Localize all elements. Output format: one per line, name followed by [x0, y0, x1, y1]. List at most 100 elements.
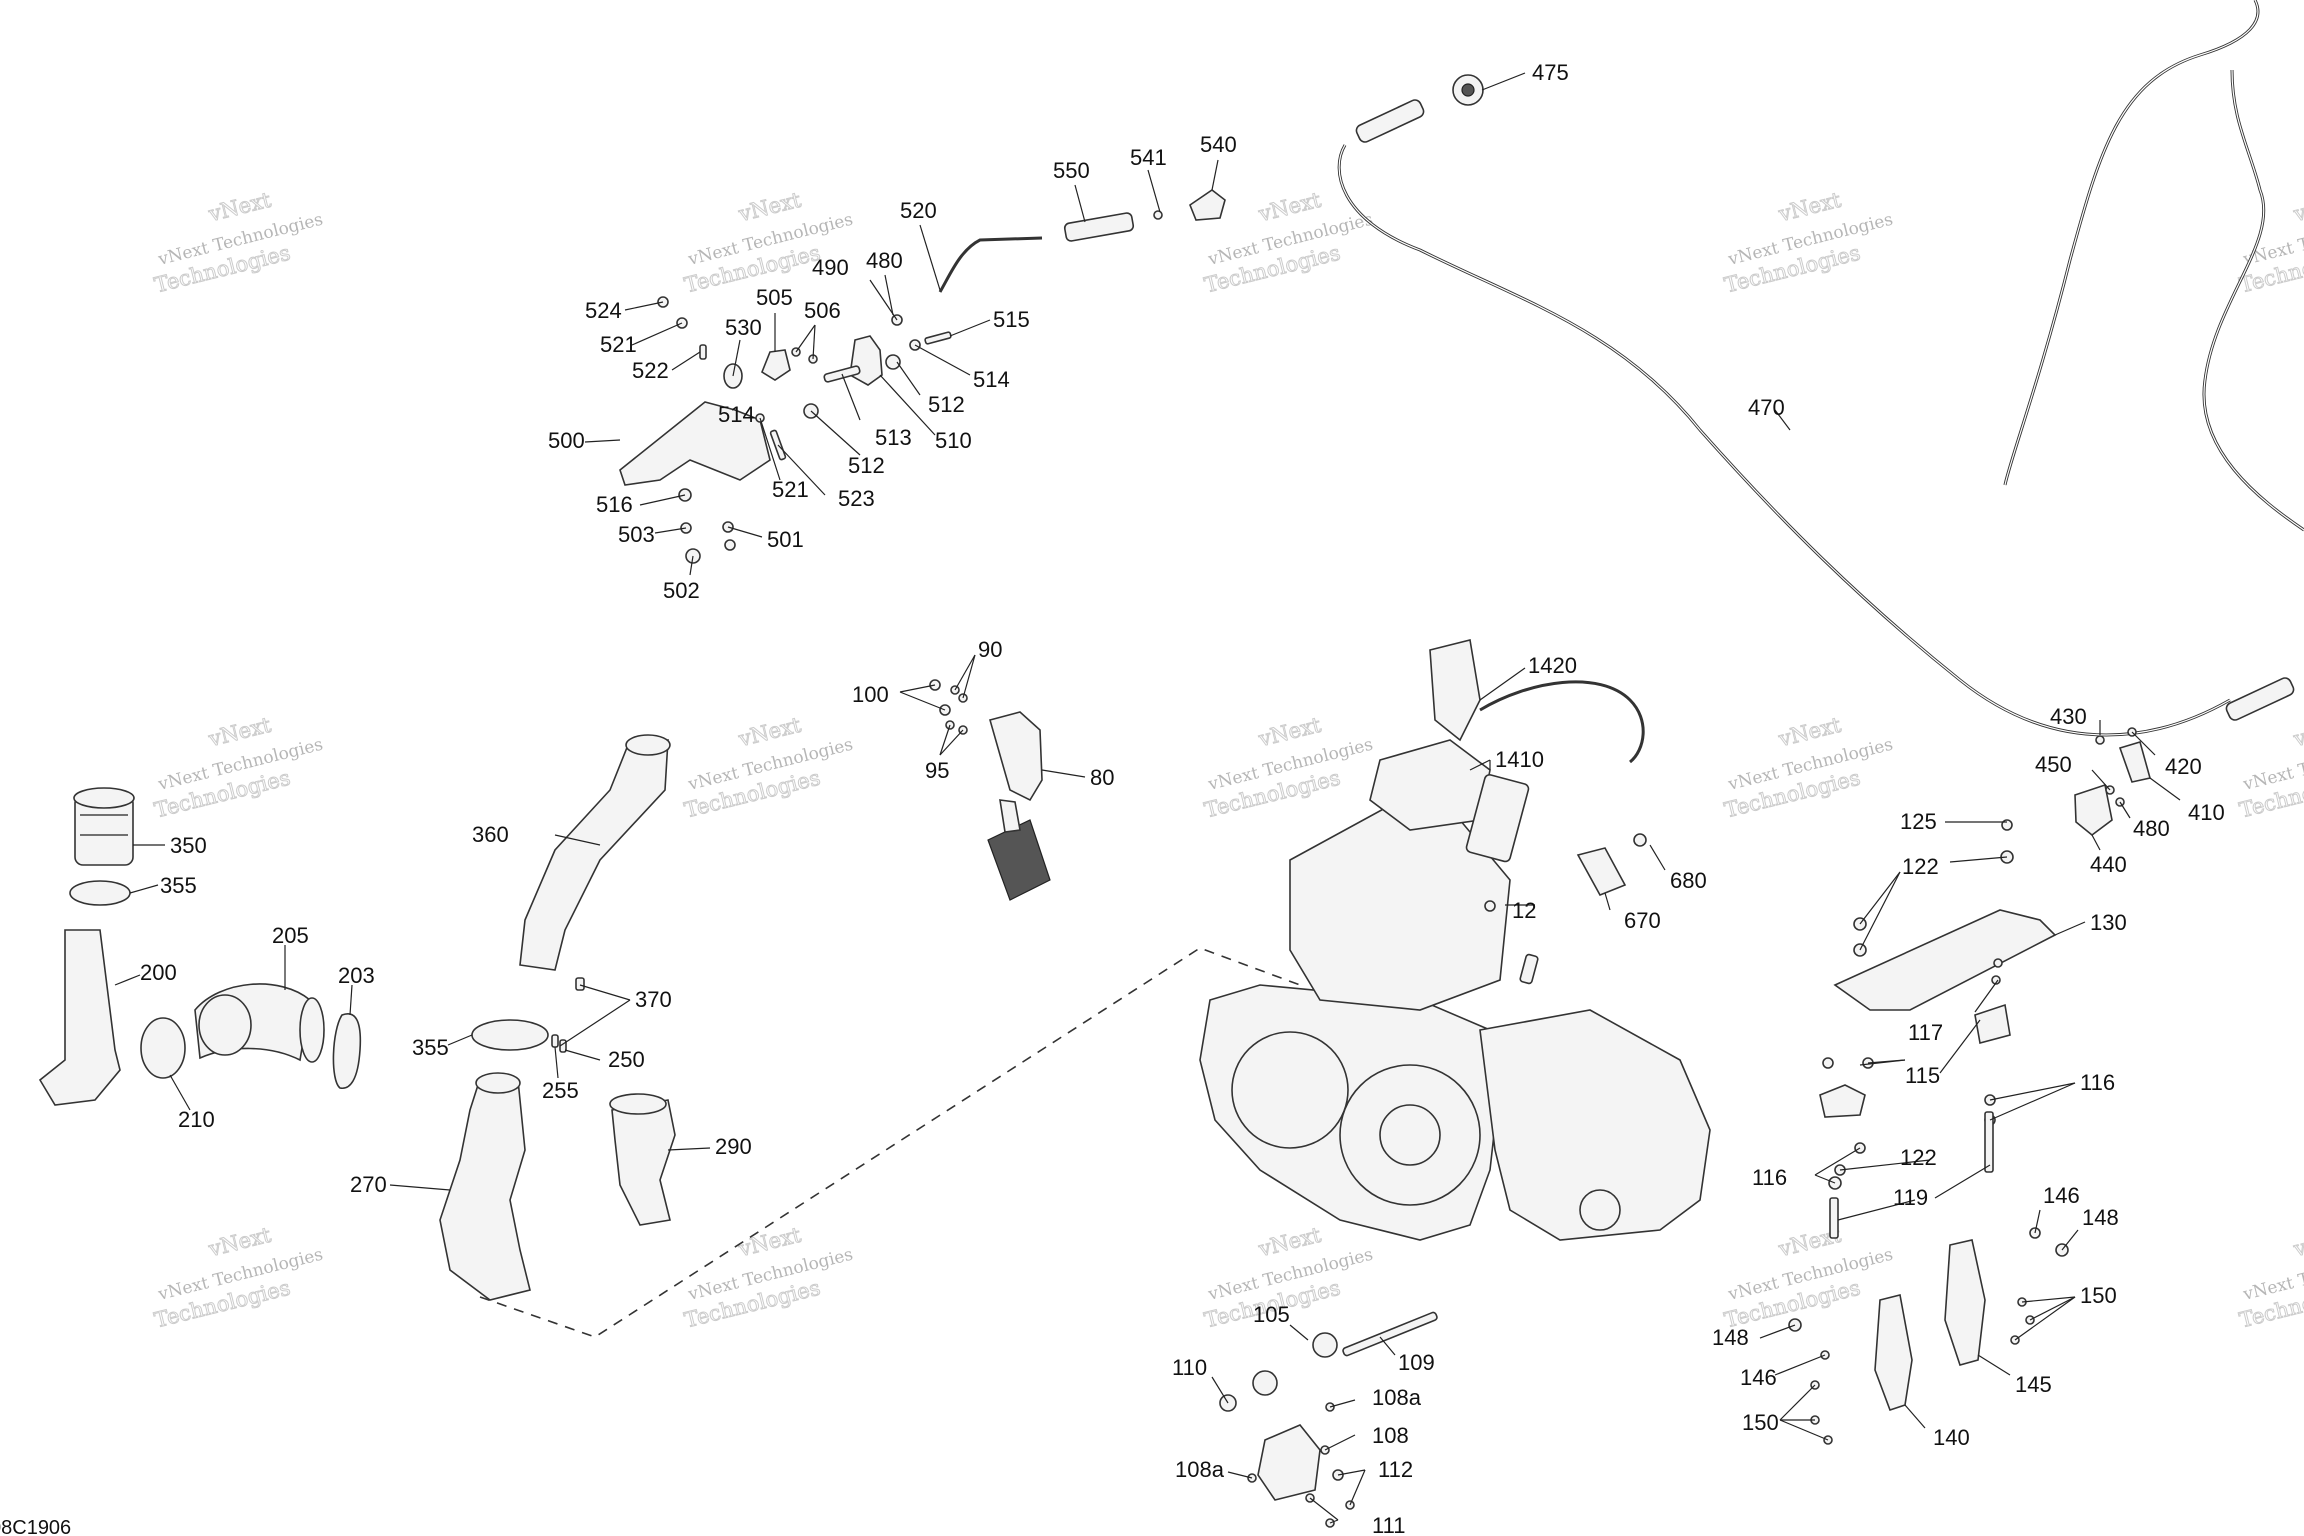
- svg-text:vNext: vNext: [735, 1223, 803, 1262]
- pipes-top-right: [2003, 0, 2304, 532]
- label-410: 410: [2188, 800, 2225, 825]
- throttle-pedal-80: [929, 679, 1051, 901]
- label-670: 670: [1624, 908, 1661, 933]
- engine-assembly: [1199, 639, 1711, 1241]
- label-355-bottom: 355: [412, 1035, 449, 1060]
- document-id: 08C1906: [0, 1517, 71, 1536]
- label-112: 112: [1378, 1457, 1413, 1482]
- label-117: 117: [1908, 1020, 1943, 1045]
- bolt-119: [1984, 1111, 1994, 1173]
- label-524: 524: [585, 298, 622, 323]
- label-541: 541: [1130, 145, 1167, 170]
- label-503: 503: [618, 522, 655, 547]
- label-140: 140: [1933, 1425, 1970, 1450]
- label-110: 110: [1172, 1355, 1207, 1380]
- label-523: 523: [838, 486, 875, 511]
- label-520: 520: [900, 198, 937, 223]
- label-540: 540: [1200, 132, 1237, 157]
- cable-end-right: [2225, 677, 2295, 721]
- svg-text:vNext: vNext: [1255, 188, 1323, 227]
- shift-cable-470: [1337, 99, 2295, 737]
- label-514-left: 514: [718, 402, 755, 427]
- bracket-140: [1874, 1294, 1913, 1412]
- label-470: 470: [1748, 395, 1785, 420]
- cable-end-top: [1355, 99, 1425, 143]
- ecu-1410: [1465, 773, 1530, 863]
- bracket-670: [1576, 847, 1627, 897]
- watermark-9: vNext vNext Technologies Technologies: [1721, 712, 1895, 823]
- label-150-right: 150: [2080, 1283, 2117, 1308]
- crossmember-130: [1833, 909, 2057, 1011]
- label-203: 203: [338, 963, 375, 988]
- watermark-6: vNext vNext Technologies Technologies: [151, 712, 325, 823]
- label-100: 100: [852, 682, 889, 707]
- duct-270: [439, 1079, 531, 1301]
- svg-text:vNext: vNext: [205, 188, 273, 227]
- label-502: 502: [663, 578, 700, 603]
- svg-text:vNext: vNext: [2290, 188, 2304, 227]
- label-506: 506: [804, 298, 841, 323]
- mount-115: [1819, 1084, 1866, 1118]
- label-145: 145: [2015, 1372, 2052, 1397]
- svg-text:vNext: vNext: [735, 188, 803, 227]
- label-116-right: 116: [2080, 1070, 2115, 1095]
- shift-rod-520: [938, 236, 1043, 293]
- selector-505: [761, 349, 791, 381]
- label-512-bottom: 512: [848, 453, 885, 478]
- svg-text:vNext: vNext: [2290, 713, 2304, 752]
- label-200: 200: [140, 960, 177, 985]
- label-512-top: 512: [928, 392, 965, 417]
- callout-labels: 475 541 540 550 520 490 480 524 521 522 …: [140, 60, 2225, 1536]
- clamp-210: [140, 1017, 186, 1079]
- label-521-top: 521: [600, 332, 637, 357]
- watermark-15: vNext vNext Technologies Technologies: [2236, 1222, 2304, 1333]
- label-360: 360: [472, 822, 509, 847]
- label-521-bottom: 521: [772, 477, 809, 502]
- svg-text:vNext: vNext: [205, 713, 273, 752]
- bracket-440: [2074, 783, 2113, 837]
- mount-105: [1312, 1332, 1338, 1358]
- svg-text:vNext: vNext: [1255, 1223, 1323, 1262]
- bracket-108: [1257, 1424, 1321, 1501]
- label-108: 108: [1372, 1423, 1409, 1448]
- label-1410: 1410: [1495, 747, 1544, 772]
- bracket-145: [1944, 1239, 1986, 1366]
- duct-200: [38, 929, 121, 1106]
- label-440: 440: [2090, 852, 2127, 877]
- label-430: 430: [2050, 704, 2087, 729]
- label-514-top: 514: [973, 367, 1010, 392]
- label-148-bottom: 148: [1712, 1325, 1749, 1350]
- label-355-top: 355: [160, 873, 197, 898]
- label-515: 515: [993, 307, 1030, 332]
- label-108a-bottom: 108a: [1175, 1457, 1225, 1482]
- svg-text:vNext: vNext: [1255, 713, 1323, 752]
- label-255: 255: [542, 1078, 579, 1103]
- label-115: 115: [1905, 1063, 1940, 1088]
- label-550: 550: [1053, 158, 1090, 183]
- label-480-top: 480: [866, 248, 903, 273]
- label-116-left: 116: [1752, 1165, 1787, 1190]
- harness-1420: [1479, 680, 1645, 764]
- label-350: 350: [170, 833, 207, 858]
- bolt-109: [1342, 1311, 1438, 1357]
- label-370: 370: [635, 987, 672, 1012]
- label-530: 530: [725, 315, 762, 340]
- label-480-right: 480: [2133, 816, 2170, 841]
- duct-290: [611, 1099, 676, 1226]
- label-210: 210: [178, 1107, 215, 1132]
- svg-text:vNext: vNext: [2290, 1223, 2304, 1262]
- label-680: 680: [1670, 868, 1707, 893]
- label-290: 290: [715, 1134, 752, 1159]
- label-420: 420: [2165, 754, 2202, 779]
- label-12: 12: [1512, 898, 1536, 923]
- airbox-top: [1429, 639, 1481, 742]
- watermark-7: vNext vNext Technologies Technologies: [681, 712, 855, 823]
- label-108a-top: 108a: [1372, 1385, 1422, 1410]
- svg-text:vNext: vNext: [1775, 713, 1843, 752]
- label-122-bottom: 122: [1900, 1145, 1937, 1170]
- watermark-14: vNext vNext Technologies Technologies: [1721, 1222, 1895, 1333]
- watermark-1: vNext vNext Technologies Technologies: [151, 187, 325, 298]
- label-122-top: 122: [1902, 854, 1939, 879]
- mount-117: [1974, 1003, 2011, 1044]
